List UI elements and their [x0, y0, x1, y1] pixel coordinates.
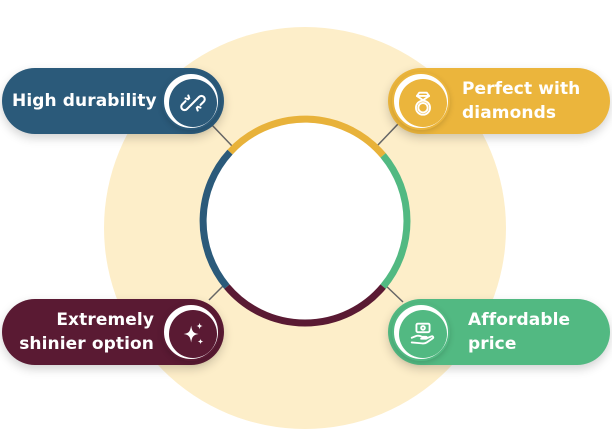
feature-perfect-with-diamonds: Perfect with diamonds [388, 68, 610, 134]
feature-high-durability: High durability [2, 68, 224, 134]
center-circle [203, 119, 407, 323]
feature-label: High durability [12, 91, 157, 111]
icon-badge [392, 72, 450, 130]
icon-badge [392, 303, 450, 361]
ring-arc-blue [199, 149, 233, 289]
broken-link-icon [169, 79, 217, 127]
connector-top-right [376, 123, 399, 147]
feature-affordable-price: Affordable price [388, 299, 610, 365]
feature-label: Affordable price [468, 310, 571, 354]
connector-top-left [210, 123, 234, 148]
icon-badge [162, 72, 220, 130]
feature-extremely-shinier-option: Extremely shinier option [2, 299, 224, 365]
ring-arc-gold [227, 115, 386, 158]
ring-arc-green [380, 153, 411, 289]
feature-label: Perfect with diamonds [462, 79, 581, 123]
icon-badge [162, 303, 220, 361]
diamond-ring-icon [399, 79, 447, 127]
ring-arc-maroon [224, 284, 386, 327]
money-in-hand-icon [399, 310, 447, 358]
sparkles-icon [169, 310, 217, 358]
feature-label: Extremely shinier option [19, 310, 154, 354]
